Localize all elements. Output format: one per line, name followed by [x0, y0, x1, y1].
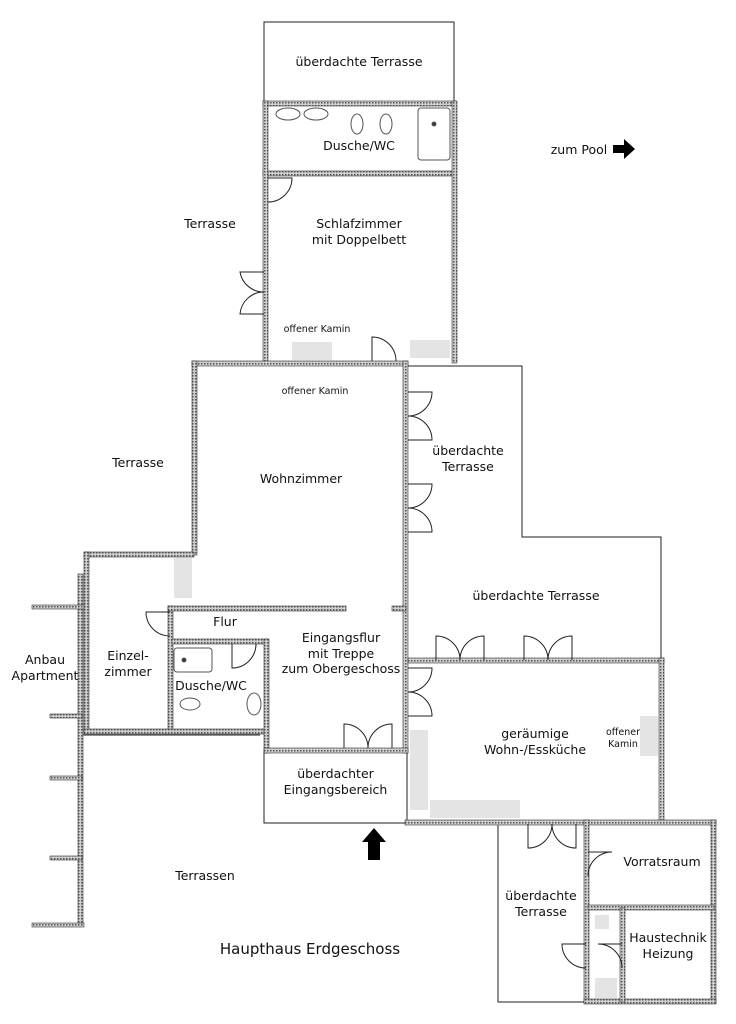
terrace-middle-label: Terrasse — [112, 455, 164, 470]
fireplace-living-label: offener Kamin — [281, 386, 349, 397]
kitchen-counter-2 — [430, 800, 520, 818]
covered-terrace-right-outline — [408, 365, 662, 660]
sanitary-fixtures — [173, 107, 451, 716]
covered-terrace-bottom-outline — [497, 822, 588, 1003]
hall-label: Flur — [213, 614, 237, 629]
entrance-hall-label: Eingangsflur mit Treppe zum Obergeschoss — [281, 630, 401, 677]
fireplace-bedroom-block — [292, 342, 332, 360]
fireplaces — [174, 340, 658, 998]
door-swing-icon — [145, 177, 623, 969]
pantry-label: Vorratsraum — [623, 854, 701, 869]
toilet-icon — [350, 113, 364, 135]
arrow-right-icon — [613, 139, 635, 159]
bath-top-label: Dusche/WC — [323, 138, 395, 153]
fireplace-bedroom-block-2 — [410, 340, 450, 358]
single-room-label: Einzel- zimmer — [104, 648, 152, 679]
covered-terrace-right-label: überdachte Terrasse — [472, 588, 600, 603]
terrace-upper-label: Terrasse — [184, 216, 236, 231]
terraces-bottom-label: Terrassen — [175, 868, 235, 883]
pantry-shelf — [595, 915, 609, 929]
fireplace-bedroom-label: offener Kamin — [283, 324, 351, 335]
kitchen-label: geräumige Wohn-/Essküche — [483, 726, 587, 757]
arrow-up-icon — [362, 828, 386, 860]
shower-icon — [173, 647, 213, 673]
walls — [31, 100, 717, 1005]
pool-hint-label: zum Pool — [550, 142, 608, 157]
covered-entrance-label: überdachter Eingangsbereich — [283, 766, 388, 797]
kitchen-counter — [410, 730, 428, 810]
toilet-icon — [246, 692, 262, 716]
covered-terrace-bottom-label: überdachte Terrasse — [505, 888, 577, 919]
single-room-block — [174, 558, 192, 598]
fireplace-kitchen-block — [640, 716, 658, 756]
utility-label: Haustechnik Heizung — [629, 930, 707, 961]
annex-label: Anbau Apartment — [11, 652, 79, 683]
sink-icon — [275, 107, 301, 121]
toilet-icon — [379, 113, 393, 135]
shower-icon — [417, 107, 451, 161]
sink-icon — [179, 697, 201, 711]
sink-icon — [303, 107, 329, 121]
covered-terrace-right-top-label: überdachte Terrasse — [432, 443, 504, 474]
living-room-label: Wohnzimmer — [259, 471, 343, 486]
bath-small-label: Dusche/WC — [175, 678, 247, 693]
bedroom-label: Schlafzimmer mit Doppelbett — [311, 216, 407, 247]
floorplan-title: Haupthaus Erdgeschoss — [219, 940, 401, 958]
utility-shelf — [595, 978, 617, 998]
covered-terrace-top-label: überdachte Terrasse — [295, 54, 423, 69]
fireplace-kitchen-label: offener Kamin — [606, 727, 640, 750]
